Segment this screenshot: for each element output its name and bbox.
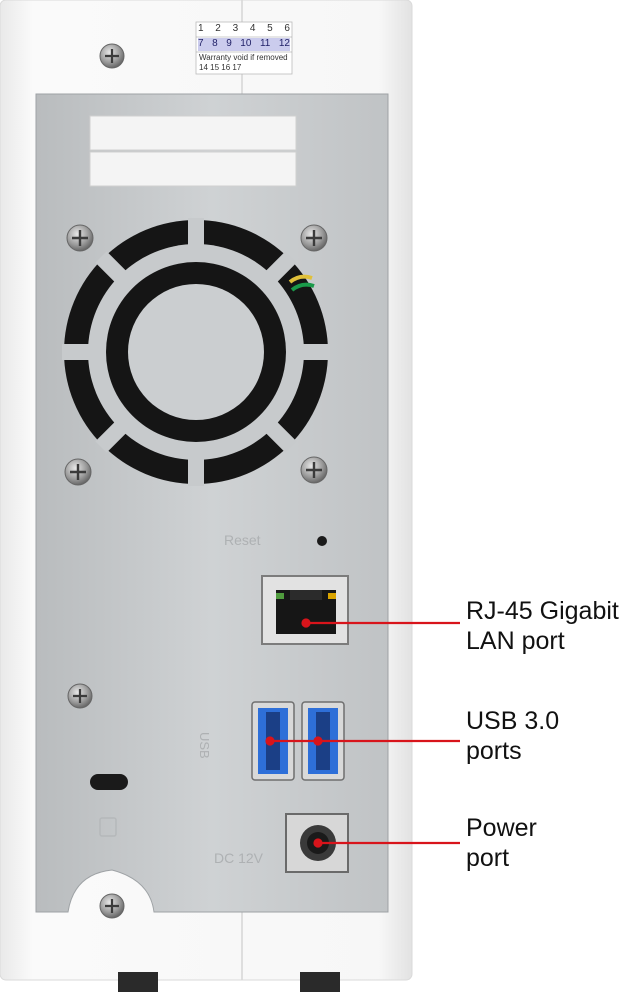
screw-fan-top-right: [300, 224, 328, 252]
fan-grille: [62, 218, 330, 486]
reset-mark: Reset: [224, 532, 261, 548]
dc-mark: DC 12V: [214, 850, 264, 866]
metal-back-panel: [35, 93, 389, 913]
sticker-num: 10: [240, 38, 252, 49]
screw-fan-bottom-right: [300, 456, 328, 484]
callout-lan-line2: LAN port: [466, 627, 565, 655]
callout-usb-line1: USB 3.0: [466, 707, 560, 735]
sticker-num: 4: [249, 23, 256, 34]
sticker-num: 11: [259, 38, 271, 49]
sticker-num: 7: [198, 38, 204, 49]
screw-panel-mid: [67, 683, 93, 709]
foot-right: [300, 972, 340, 992]
callout-lan-line1: RJ-45 Gigabit: [466, 597, 619, 625]
screw-bottom: [99, 893, 125, 919]
sticker-num: 8: [212, 38, 218, 49]
lock-icon: [99, 817, 117, 837]
sticker-num: 9: [226, 38, 232, 49]
sticker-row-3: 14 15 16 17: [199, 63, 242, 72]
callout-usb-line2: ports: [466, 737, 522, 765]
screw-fan-bottom-left: [64, 458, 92, 486]
foot-left: [118, 972, 158, 992]
security-lock-slot[interactable]: [90, 774, 128, 790]
callout-power-line1: Power: [466, 814, 537, 842]
callout-usb: USB 3.0 ports: [466, 706, 559, 766]
sticker-num: 2: [215, 23, 221, 34]
sticker-num: 1: [198, 23, 204, 34]
screw-fan-top-left: [66, 224, 94, 252]
sticker-num: 5: [267, 23, 273, 34]
sticker-num: 3: [232, 23, 239, 34]
callout-power: Power port: [466, 813, 537, 873]
reset-button[interactable]: [317, 536, 327, 546]
warranty-sticker: [195, 21, 293, 75]
sticker-num: 12: [278, 38, 290, 49]
sticker-row-2: 7 8 9 10 11 12: [198, 38, 290, 49]
usb-mark: USB: [197, 732, 212, 759]
callout-lan: RJ-45 Gigabit LAN port: [466, 596, 619, 656]
sticker-row-1: 1 2 3 4 5 6: [198, 23, 290, 34]
callout-lines: [265, 618, 460, 848]
label-strip-bottom: [89, 151, 297, 187]
sticker-num: 6: [284, 23, 290, 34]
rj45-lan-port[interactable]: [261, 575, 349, 645]
screw-top: [99, 43, 125, 69]
callout-power-line2: port: [466, 844, 510, 872]
label-strip-top: [89, 115, 297, 151]
sticker-warning: Warranty void if removed: [199, 53, 288, 62]
